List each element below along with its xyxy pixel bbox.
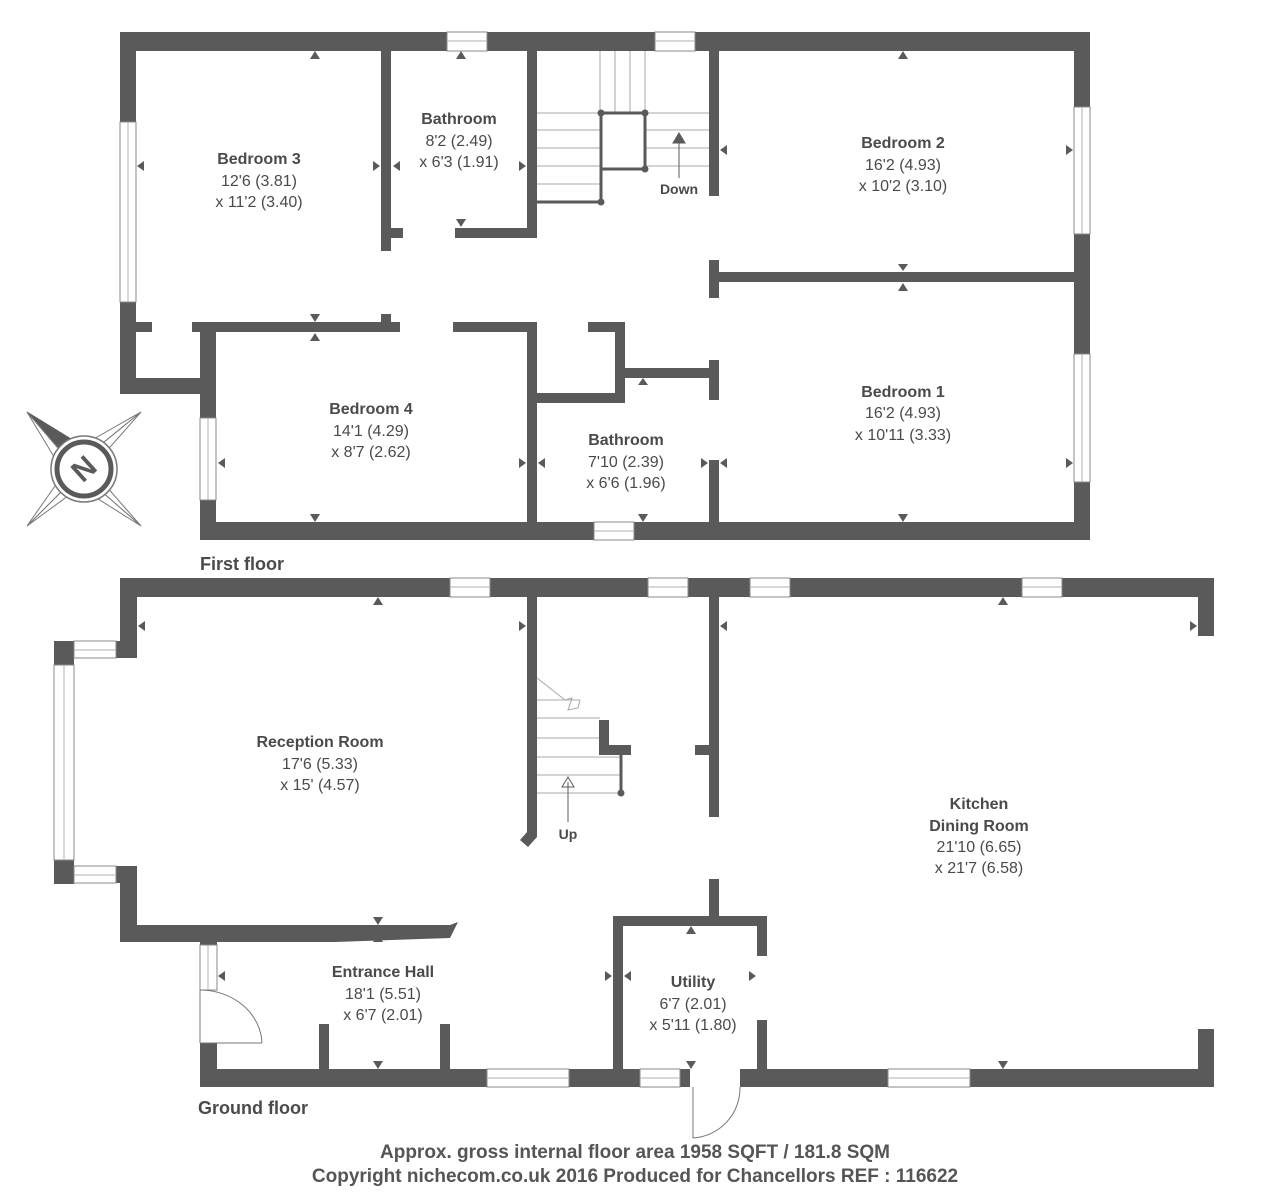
svg-text:Bedroom 1: Bedroom 1	[861, 384, 945, 401]
room-bathroom-upper: Bathroom 8'2 (2.49) x 6'3 (1.91)	[419, 111, 499, 171]
svg-text:x 6'6 (1.96): x 6'6 (1.96)	[586, 475, 666, 492]
first-floor-plan: Bedroom 3 12'6 (3.81) x 11'2 (3.40) Bath…	[119, 31, 1091, 574]
svg-text:x 8'7 (2.62): x 8'7 (2.62)	[331, 444, 411, 461]
svg-text:Bedroom 4: Bedroom 4	[329, 401, 413, 418]
svg-text:x 15' (4.57): x 15' (4.57)	[280, 777, 360, 794]
svg-text:Bathroom: Bathroom	[588, 432, 664, 449]
svg-text:x 6'7 (2.01): x 6'7 (2.01)	[343, 1007, 423, 1024]
room-bedroom-2: Bedroom 2 16'2 (4.93) x 10'2 (3.10)	[859, 135, 947, 195]
room-reception: Reception Room 17'6 (5.33) x 15' (4.57)	[256, 734, 383, 794]
room-bedroom-3: Bedroom 3 12'6 (3.81) x 11'2 (3.40)	[215, 151, 302, 211]
room-bedroom-1: Bedroom 1 16'2 (4.93) x 10'11 (3.33)	[855, 384, 951, 444]
svg-text:Bedroom 3: Bedroom 3	[217, 151, 301, 168]
dimension-markers	[137, 51, 1073, 522]
copyright-note: Copyright nichecom.co.uk 2016 Produced f…	[311, 1166, 959, 1187]
window	[593, 521, 635, 541]
svg-text:x 21'7 (6.58): x 21'7 (6.58)	[935, 860, 1023, 877]
window	[749, 577, 791, 598]
svg-text:16'2 (4.93): 16'2 (4.93)	[865, 157, 941, 174]
window	[53, 664, 75, 861]
floor-area-note: Approx. gross internal floor area 1958 S…	[380, 1142, 890, 1163]
room-bathroom-lower: Bathroom 7'10 (2.39) x 6'6 (1.96)	[586, 432, 666, 492]
svg-text:Kitchen: Kitchen	[950, 796, 1009, 813]
window	[654, 31, 696, 52]
stairs-down-label: Down	[660, 181, 698, 197]
window	[199, 417, 217, 501]
window	[199, 944, 218, 991]
svg-text:17'6 (5.33): 17'6 (5.33)	[282, 756, 358, 773]
staircase-down	[537, 51, 709, 206]
ground-floor-label: Ground floor	[198, 1098, 308, 1118]
window	[1021, 577, 1063, 598]
window	[1073, 353, 1091, 483]
room-kitchen-dining: Kitchen Dining Room 21'10 (6.65) x 21'7 …	[929, 796, 1029, 877]
svg-text:Reception Room: Reception Room	[256, 734, 383, 751]
svg-text:Bathroom: Bathroom	[421, 111, 497, 128]
staircase-up	[536, 677, 631, 822]
window	[486, 1068, 570, 1088]
window	[73, 865, 117, 884]
room-bedroom-4: Bedroom 4 14'1 (4.29) x 8'7 (2.62)	[329, 401, 413, 461]
window	[119, 121, 137, 303]
front-door	[199, 989, 263, 1044]
ground-floor-plan: Reception Room 17'6 (5.33) x 15' (4.57) …	[53, 577, 1214, 1139]
dimension-markers	[138, 597, 1197, 1069]
window	[73, 640, 117, 659]
first-floor-label: First floor	[200, 554, 284, 574]
svg-text:x 10'11 (3.33): x 10'11 (3.33)	[855, 427, 951, 444]
svg-text:x 10'2 (3.10): x 10'2 (3.10)	[859, 178, 947, 195]
window	[887, 1068, 971, 1088]
room-entrance-hall: Entrance Hall 18'1 (5.51) x 6'7 (2.01)	[332, 964, 434, 1024]
svg-text:x 11'2 (3.40): x 11'2 (3.40)	[215, 194, 302, 211]
svg-text:Utility: Utility	[671, 974, 716, 991]
svg-text:Entrance Hall: Entrance Hall	[332, 964, 434, 981]
svg-text:7'10 (2.39): 7'10 (2.39)	[588, 454, 664, 471]
svg-text:21'10 (6.65): 21'10 (6.65)	[937, 839, 1022, 856]
stairs-up-label: Up	[559, 826, 578, 842]
svg-text:14'1 (4.29): 14'1 (4.29)	[333, 423, 409, 440]
svg-text:Bedroom 2: Bedroom 2	[861, 135, 945, 152]
utility-door	[692, 1086, 741, 1139]
window	[449, 577, 491, 598]
svg-text:16'2 (4.93): 16'2 (4.93)	[865, 405, 941, 422]
window	[446, 31, 488, 52]
window	[1073, 106, 1091, 235]
room-utility: Utility 6'7 (2.01) x 5'11 (1.80)	[649, 974, 736, 1034]
svg-text:x 6'3 (1.91): x 6'3 (1.91)	[419, 154, 499, 171]
window	[647, 577, 689, 598]
svg-text:8'2 (2.49): 8'2 (2.49)	[425, 133, 492, 150]
svg-text:6'7 (2.01): 6'7 (2.01)	[659, 996, 726, 1013]
window	[639, 1068, 681, 1088]
svg-text:Dining Room: Dining Room	[929, 818, 1029, 835]
compass-rose-icon: N	[26, 411, 142, 527]
svg-text:18'1 (5.51): 18'1 (5.51)	[345, 986, 421, 1003]
svg-text:x 5'11 (1.80): x 5'11 (1.80)	[649, 1017, 736, 1034]
svg-text:12'6 (3.81): 12'6 (3.81)	[221, 173, 297, 190]
